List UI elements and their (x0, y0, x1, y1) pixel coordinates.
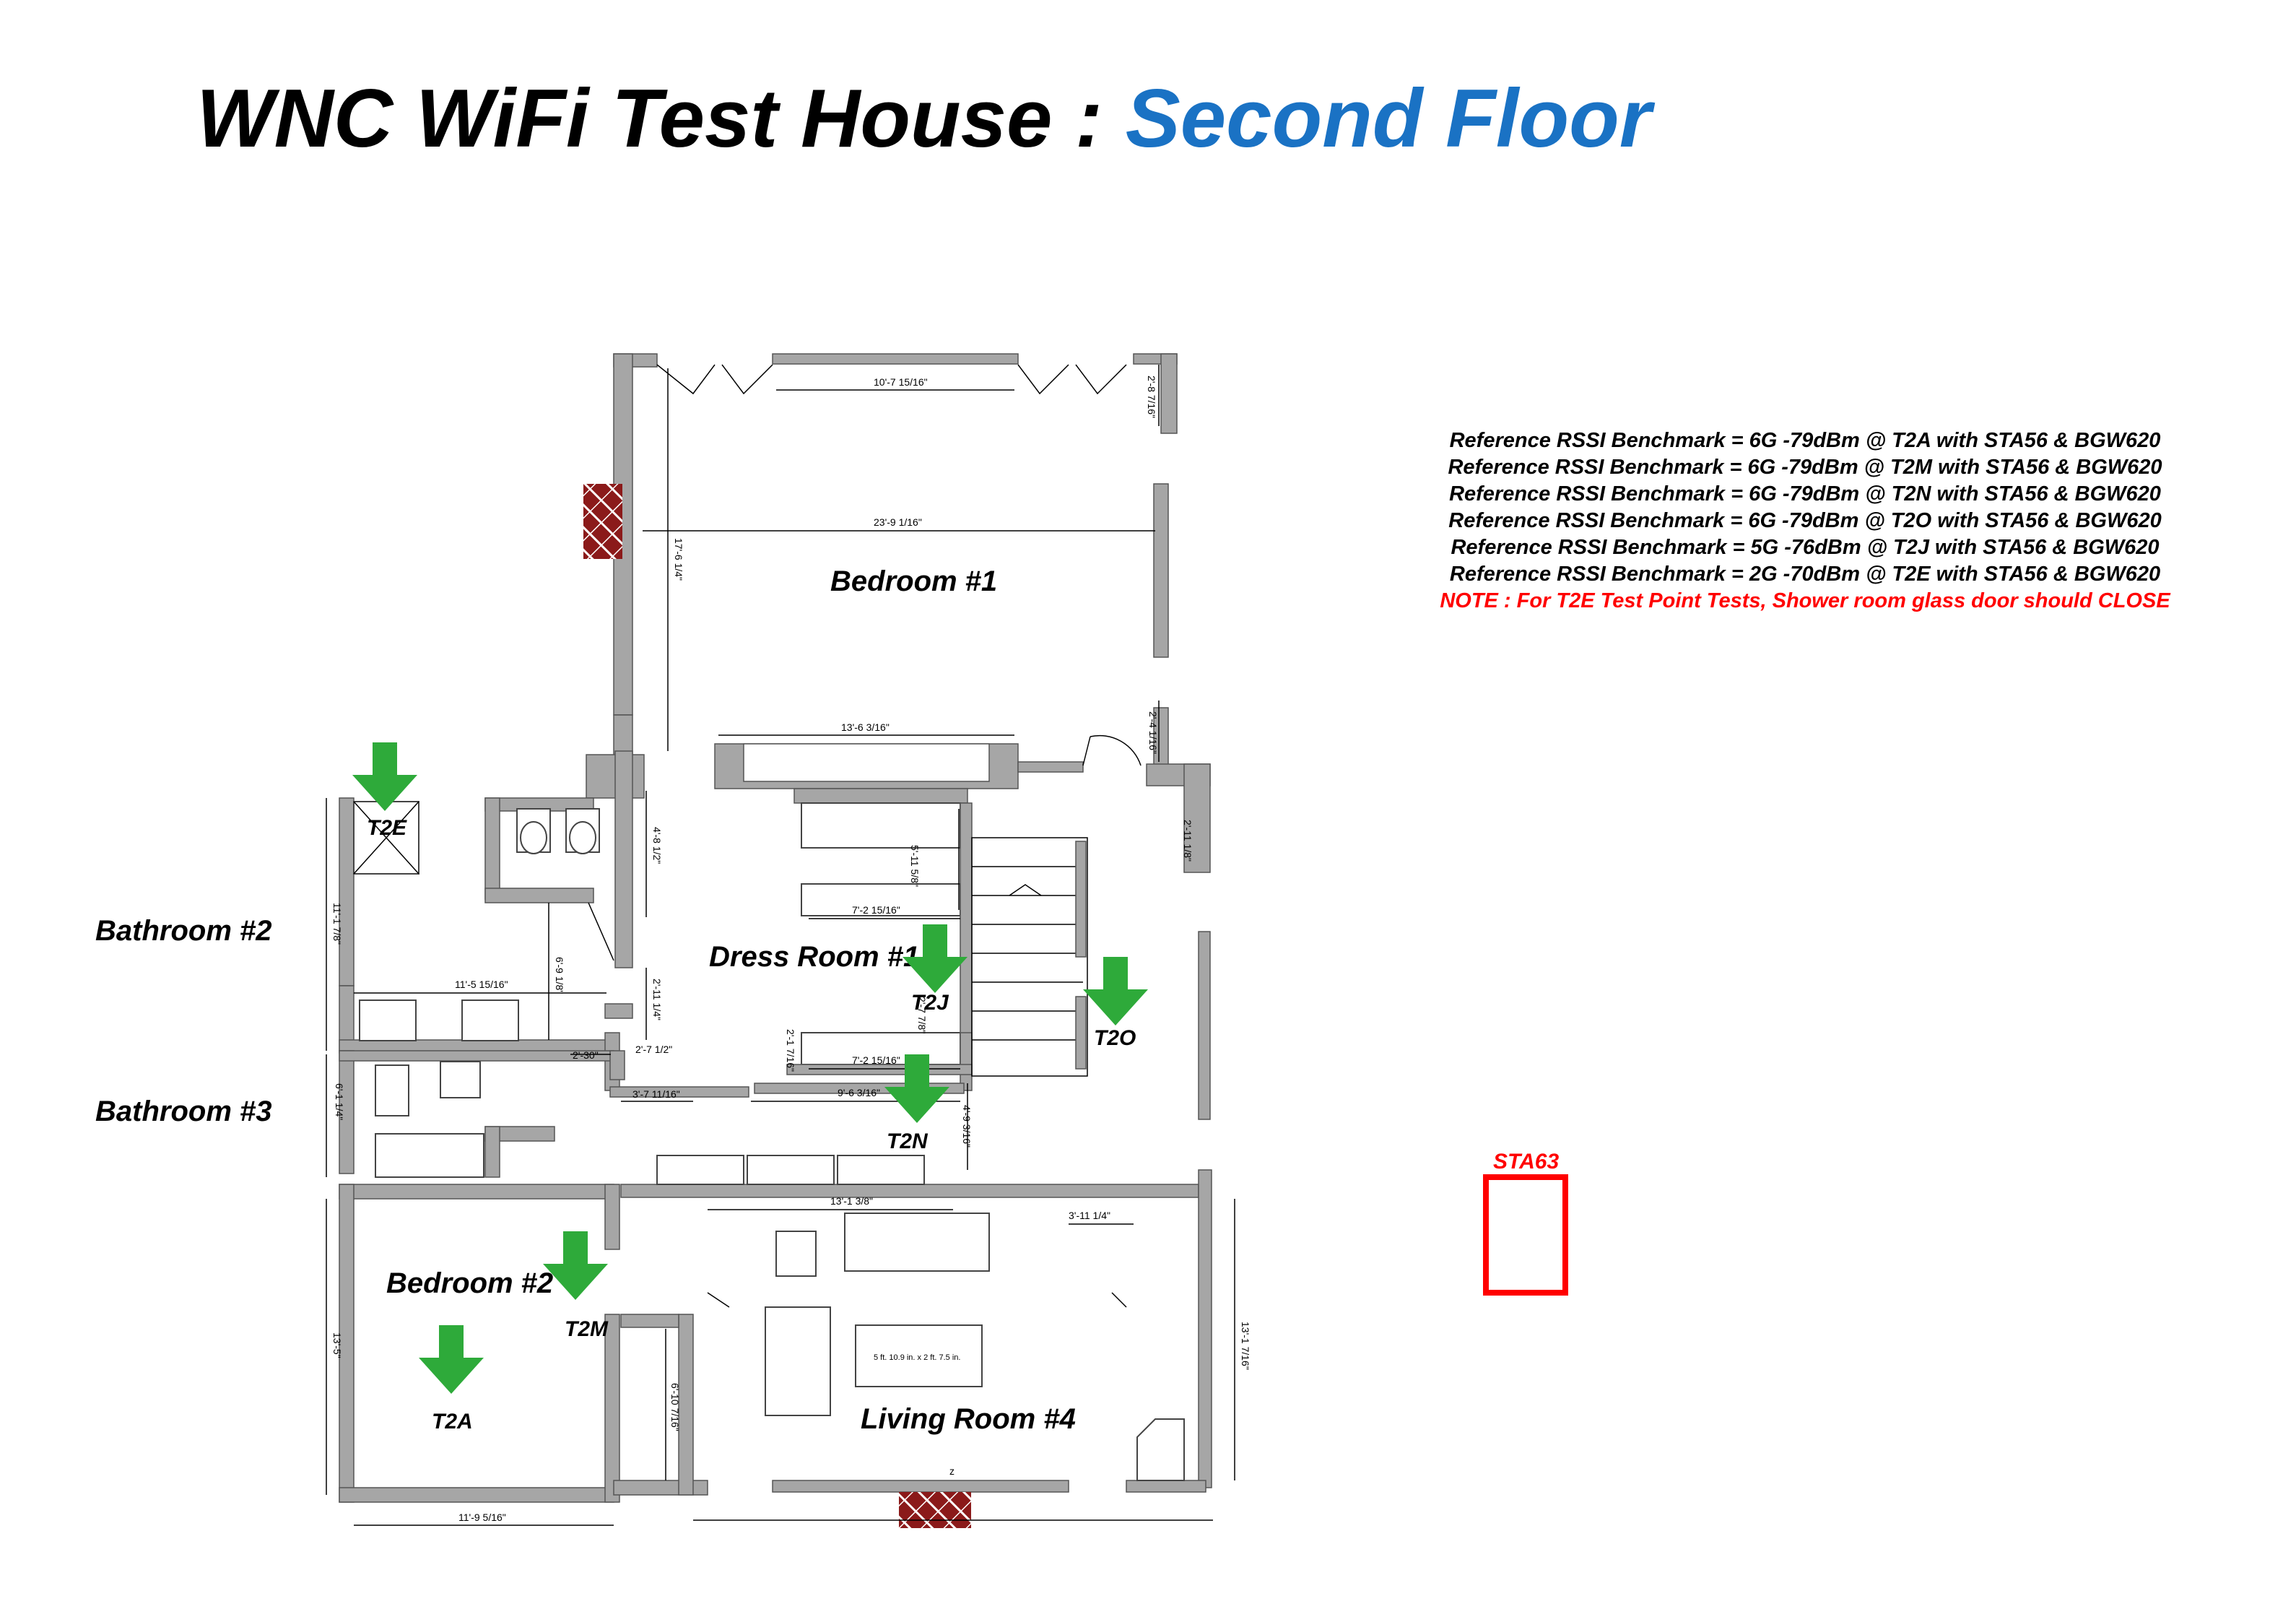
bedroom1-door-swings (656, 364, 1142, 766)
fireplace-living (899, 1492, 971, 1528)
station-label: STA63 (1493, 1150, 1559, 1174)
dim-label: 9'-6 3/16" (838, 1087, 880, 1098)
toilet-bowl (569, 821, 596, 854)
sink (359, 999, 417, 1041)
test-point-arrow-icon (1083, 957, 1148, 1025)
toilet (375, 1064, 409, 1116)
toilet-bowl (520, 821, 547, 854)
sofa (765, 1306, 831, 1416)
test-point-t2e: T2E (352, 742, 417, 840)
test-point-label: T2M (565, 1317, 609, 1341)
bathroom3-walls (339, 1050, 749, 1178)
test-point-arrow-icon (419, 1325, 484, 1394)
test-point-arrow-icon (352, 742, 417, 811)
dim-label: 6'-10 7/16" (669, 1383, 681, 1431)
shower-door-note: NOTE : For T2E Test Point Tests, Shower … (1440, 589, 2170, 612)
staircase (971, 837, 1088, 1077)
room-label-dress-room1: Dress Room #1 (709, 941, 919, 973)
test-point-label: T2N (887, 1129, 929, 1153)
dim-label: 2'-7 1/2" (635, 1044, 672, 1055)
benchmark-line: Reference RSSI Benchmark = 6G -79dBm @ T… (1449, 482, 2161, 506)
dim-label: 4'-8 1/2" (651, 827, 663, 864)
bathtub (375, 1133, 484, 1178)
room-label-bedroom1: Bedroom #1 (830, 565, 997, 597)
bathroom2-walls (339, 750, 645, 1091)
dim-label: 2'-7 7/8" (916, 997, 928, 1033)
dim-label: 2'-11 1/8" (1182, 820, 1193, 862)
stair-rail (1075, 996, 1087, 1070)
dim-label: 3'-11 1/4" (1069, 1210, 1110, 1221)
test-point-arrow-icon (903, 924, 967, 993)
dim-label: 2'-8 7/16" (1146, 376, 1157, 418)
title-main: WNC WiFi Test House : (196, 73, 1126, 165)
test-point-t2j: T2J (903, 924, 967, 1015)
dim-label: 2'-4 1/16" (1147, 711, 1159, 754)
dim-label: 13'-1 3/8" (830, 1195, 873, 1207)
test-point-label: T2J (911, 991, 949, 1015)
dim-label: 6'-9 1/8" (554, 957, 565, 994)
living-room-walls (620, 1155, 1212, 1493)
station-box (1483, 1174, 1568, 1296)
dim-label: 10'-7 15/16" (874, 376, 928, 388)
room-label-bathroom3: Bathroom #3 (95, 1096, 272, 1127)
dim-label: 11'-5 15/16" (455, 979, 508, 990)
room-label-bathroom2: Bathroom #2 (95, 915, 272, 947)
fireplace-bedroom1 (583, 484, 622, 559)
test-point-t2o: T2O (1083, 957, 1148, 1050)
sofa (844, 1213, 990, 1272)
dim-label: 17'-6 1/4" (673, 538, 684, 581)
bathroom2-dimension-lines (326, 791, 647, 1051)
test-point-t2a: T2A (419, 1325, 484, 1434)
corner-shelf (1136, 1418, 1185, 1481)
test-point-label: T2A (432, 1410, 473, 1434)
dim-label: 13'-5" (331, 1332, 343, 1358)
dim-label: 23'-9 1/16" (874, 516, 922, 528)
benchmark-line: Reference RSSI Benchmark = 2G -70dBm @ T… (1449, 563, 2161, 586)
page-title: WNC WiFi Test House : Second Floor (196, 78, 1651, 160)
dim-label: 2'-1 7/16" (785, 1029, 796, 1072)
benchmark-line: Reference RSSI Benchmark = 6G -79dBm @ T… (1449, 429, 2161, 452)
dim-label: 2'-11 1/4" (651, 979, 663, 1020)
benchmark-line: Reference RSSI Benchmark = 6G -79dBm @ T… (1448, 456, 2162, 479)
hall-wall (1198, 931, 1211, 1120)
sink (440, 1061, 481, 1098)
dim-label: 4'-9 3/16" (961, 1105, 973, 1148)
bathroom3-dimension-lines (326, 1054, 611, 1177)
bedroom2-dimension-lines (326, 1199, 666, 1526)
dim-label: 11'-1 7/8" (331, 903, 343, 945)
side-table (775, 1231, 817, 1277)
title-accent: Second Floor (1125, 73, 1652, 165)
stair-rail (1075, 841, 1087, 958)
shower-drain (353, 801, 419, 875)
room-label-bedroom2: Bedroom #2 (386, 1267, 553, 1299)
dim-label: 6'-1 1/4" (334, 1083, 345, 1120)
dim-label: 2'-30" (573, 1049, 599, 1061)
test-point-label: T2O (1094, 1026, 1136, 1050)
table-size-label: 5 ft. 10.9 in. x 2 ft. 7.5 in. (874, 1353, 960, 1362)
benchmark-line: Reference RSSI Benchmark = 5G -76dBm @ T… (1451, 536, 2160, 559)
test-point-t2m: T2M (543, 1231, 609, 1341)
rssi-benchmark-notes: Reference RSSI Benchmark = 6G -79dBm @ T… (1372, 428, 2238, 615)
bedroom1-dimension-lines (643, 365, 1160, 762)
dim-label: 3'-7 11/16" (632, 1088, 680, 1100)
living-room-dimension-lines (693, 1199, 1235, 1521)
benchmark-line: Reference RSSI Benchmark = 6G -79dBm @ T… (1448, 509, 2162, 532)
dim-label: z (949, 1465, 955, 1477)
dim-label: 13'-6 3/16" (841, 721, 890, 733)
dim-label: 5'-11 5/8" (909, 845, 921, 887)
test-point-t2n: T2N (884, 1054, 949, 1153)
test-point-label: T2E (367, 816, 407, 840)
sink (461, 999, 519, 1041)
dim-label: 13'-1 7/16" (1240, 1322, 1251, 1370)
station-sta63: STA63 (1483, 1150, 1568, 1296)
coffee-table (855, 1324, 983, 1387)
dim-label: 7'-2 15/16" (852, 904, 900, 916)
dim-label: 11'-9 5/16" (458, 1512, 506, 1523)
bedroom2-walls (339, 1184, 708, 1503)
dim-label: 7'-2 15/16" (852, 1054, 900, 1066)
room-label-living-room4: Living Room #4 (861, 1403, 1076, 1435)
